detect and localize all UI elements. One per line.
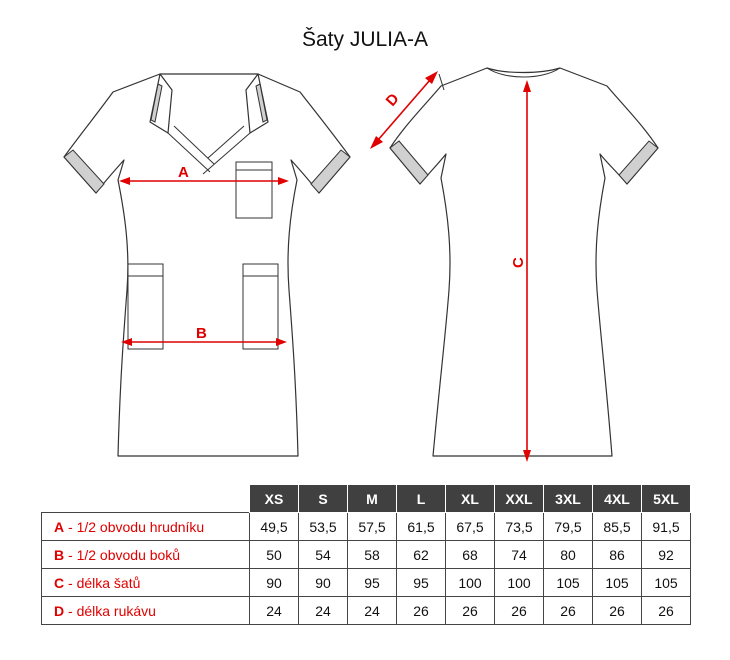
dimension-b-arrow-right: [276, 338, 287, 346]
row-description: - 1/2 obvodu hrudníku: [64, 518, 205, 535]
table-cell: 49,5: [249, 512, 299, 541]
back-body-outline: [389, 67, 659, 457]
dimension-a-label: A: [178, 164, 189, 181]
row-letter: B: [54, 546, 65, 563]
table-cell: 61,5: [396, 512, 446, 541]
back-view: C D: [370, 67, 659, 462]
table-cell: 62: [396, 540, 446, 569]
table-cell: 26: [543, 596, 593, 625]
right-sleeve-band: [310, 149, 351, 194]
dimension-b-label: B: [196, 325, 207, 342]
left-hip-pocket: [127, 263, 164, 350]
chest-pocket: [235, 161, 273, 219]
dimension-a-arrow-right: [278, 177, 289, 185]
back-collar: [486, 67, 561, 78]
size-header-3xl: 3XL: [543, 484, 593, 513]
table-cell: 95: [347, 568, 397, 597]
table-cell: 26: [641, 596, 691, 625]
dimension-b-arrow-left: [121, 338, 132, 346]
size-header-xs: XS: [249, 484, 299, 513]
table-cell: 105: [641, 568, 691, 597]
front-body-outline: [63, 73, 351, 457]
dimension-d-arrow-top: [425, 71, 438, 84]
table-cell: 57,5: [347, 512, 397, 541]
row-description: - délka šatů: [64, 574, 141, 591]
table-cell: 24: [347, 596, 397, 625]
size-header-5xl: 5XL: [641, 484, 691, 513]
dimension-d-label: D: [383, 90, 403, 109]
right-hip-pocket: [242, 263, 279, 350]
dimension-c-label: C: [510, 257, 527, 268]
front-view: A B: [63, 73, 351, 457]
back-right-sleeve-band: [618, 140, 659, 185]
dimension-d-line: [377, 79, 431, 141]
dimension-a-arrow-left: [119, 177, 130, 185]
table-cell: 67,5: [445, 512, 495, 541]
table-cell: 79,5: [543, 512, 593, 541]
table-cell: 92: [641, 540, 691, 569]
left-sleeve-band: [63, 149, 105, 194]
table-cell: 74: [494, 540, 544, 569]
size-header-row: XS S M L XL XXL 3XL 4XL 5XL: [41, 484, 691, 513]
size-table: XS S M L XL XXL 3XL 4XL 5XL A - 1/2 obvo…: [41, 484, 691, 625]
dimension-c-arrow-top: [523, 80, 531, 92]
table-cell: 26: [592, 596, 642, 625]
table-cell: 26: [494, 596, 544, 625]
page-title: Šaty JULIA-A: [301, 28, 429, 51]
row-description: - 1/2 obvodu boků: [64, 546, 181, 563]
table-cell: 100: [445, 568, 495, 597]
size-header-xl: XL: [445, 484, 495, 513]
wrap-neckline-right: [202, 125, 251, 175]
table-cell: 80: [543, 540, 593, 569]
row-label: D - délka rukávu: [41, 596, 250, 625]
dimension-d-ext-top: [438, 73, 445, 91]
row-letter: A: [54, 518, 65, 535]
table-row: D - délka rukávu 24 24 24 26 26 26 26 26…: [41, 596, 691, 625]
table-cell: 24: [249, 596, 299, 625]
size-header-4xl: 4XL: [592, 484, 642, 513]
right-collar-stripe: [255, 83, 268, 123]
table-cell: 85,5: [592, 512, 642, 541]
size-header-s: S: [298, 484, 348, 513]
table-cell: 86: [592, 540, 642, 569]
table-row: B - 1/2 obvodu boků 50 54 58 62 68 74 80…: [41, 540, 691, 569]
dimension-d-arrow-bottom: [370, 136, 383, 149]
row-label: B - 1/2 obvodu boků: [41, 540, 250, 569]
dimension-c-arrow-bottom: [523, 450, 531, 462]
table-cell: 90: [298, 568, 348, 597]
table-cell: 105: [592, 568, 642, 597]
table-cell: 53,5: [298, 512, 348, 541]
table-cell: 50: [249, 540, 299, 569]
table-cell: 24: [298, 596, 348, 625]
table-cell: 73,5: [494, 512, 544, 541]
wrap-neckline-left: [167, 125, 215, 173]
table-row: A - 1/2 obvodu hrudníku 49,5 53,5 57,5 6…: [41, 512, 691, 541]
row-description: - délka rukávu: [64, 602, 156, 619]
table-cell: 26: [445, 596, 495, 625]
table-cell: 90: [249, 568, 299, 597]
row-letter: C: [54, 574, 65, 591]
table-cell: 95: [396, 568, 446, 597]
corner-cell: [41, 484, 250, 513]
left-collar-stripe: [150, 83, 163, 123]
table-cell: 100: [494, 568, 544, 597]
row-label: A - 1/2 obvodu hrudníku: [41, 512, 250, 541]
table-cell: 91,5: [641, 512, 691, 541]
size-header-l: L: [396, 484, 446, 513]
size-header-xxl: XXL: [494, 484, 544, 513]
table-cell: 26: [396, 596, 446, 625]
row-label: C - délka šatů: [41, 568, 250, 597]
back-left-sleeve-band: [389, 140, 429, 185]
table-cell: 58: [347, 540, 397, 569]
table-row: C - délka šatů 90 90 95 95 100 100 105 1…: [41, 568, 691, 597]
garment-diagram: A B C D: [63, 67, 659, 462]
table-cell: 68: [445, 540, 495, 569]
size-header-m: M: [347, 484, 397, 513]
table-cell: 54: [298, 540, 348, 569]
table-cell: 105: [543, 568, 593, 597]
row-letter: D: [54, 602, 65, 619]
